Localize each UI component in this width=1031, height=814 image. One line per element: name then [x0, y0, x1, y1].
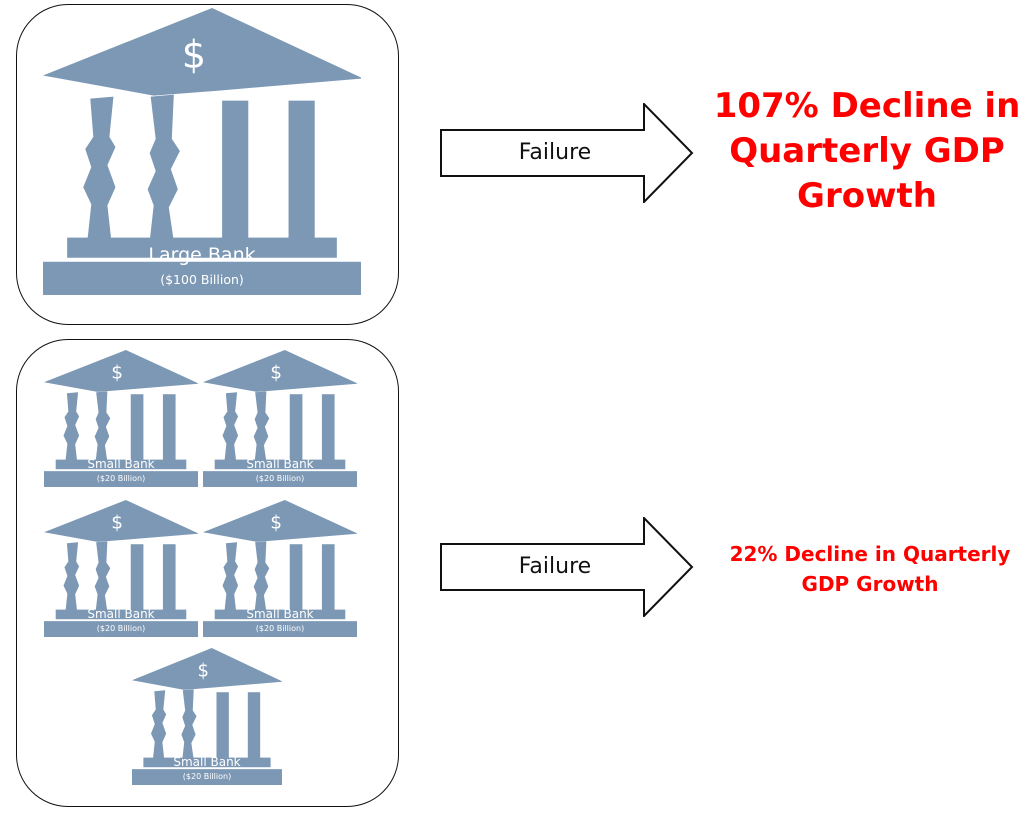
small-bank-name: Small Bank [87, 607, 155, 621]
small-bank-2-icon: Small Bank ($20 Billion) [203, 350, 357, 487]
small-bank-3-icon: Small Bank ($20 Billion) [44, 500, 198, 637]
outcome-line: GDP Growth [801, 572, 939, 596]
small-banks-panel [16, 339, 399, 807]
small-bank-size: ($20 Billion) [255, 474, 305, 483]
large-bank-outcome: 107% Decline in Quarterly GDP Growth [708, 84, 1026, 220]
small-bank-4-icon: Small Bank ($20 Billion) [203, 500, 357, 637]
failure-arrow-small: Failure [440, 517, 694, 617]
small-bank-name: Small Bank [246, 457, 314, 471]
small-bank-size: ($20 Billion) [96, 474, 146, 483]
small-bank-size: ($20 Billion) [182, 772, 232, 781]
small-bank-name: Small Bank [173, 755, 241, 769]
failure-label: Failure [518, 554, 592, 579]
small-bank-name: Small Bank [246, 607, 314, 621]
outcome-line: 22% Decline in Quarterly [729, 542, 1011, 566]
small-bank-name: Small Bank [87, 457, 155, 471]
small-bank-1-icon: Small Bank ($20 Billion) [44, 350, 198, 487]
small-bank-size: ($20 Billion) [96, 624, 146, 633]
small-banks-outcome: 22% Decline in Quarterly GDP Growth [722, 539, 1018, 599]
small-bank-size: ($20 Billion) [255, 624, 305, 633]
large-bank-name: Large Bank [148, 244, 256, 266]
outcome-line: Growth [797, 176, 937, 217]
outcome-line: Quarterly GDP [729, 131, 1005, 172]
large-bank-size: ($100 Billion) [160, 272, 244, 287]
failure-label: Failure [518, 140, 592, 165]
outcome-line: 107% Decline in [713, 86, 1021, 126]
small-bank-5-icon: Small Bank ($20 Billion) [132, 648, 282, 785]
failure-arrow-large: Failure [440, 103, 694, 203]
large-bank-icon: Large Bank ($100 Billion) [43, 8, 361, 295]
